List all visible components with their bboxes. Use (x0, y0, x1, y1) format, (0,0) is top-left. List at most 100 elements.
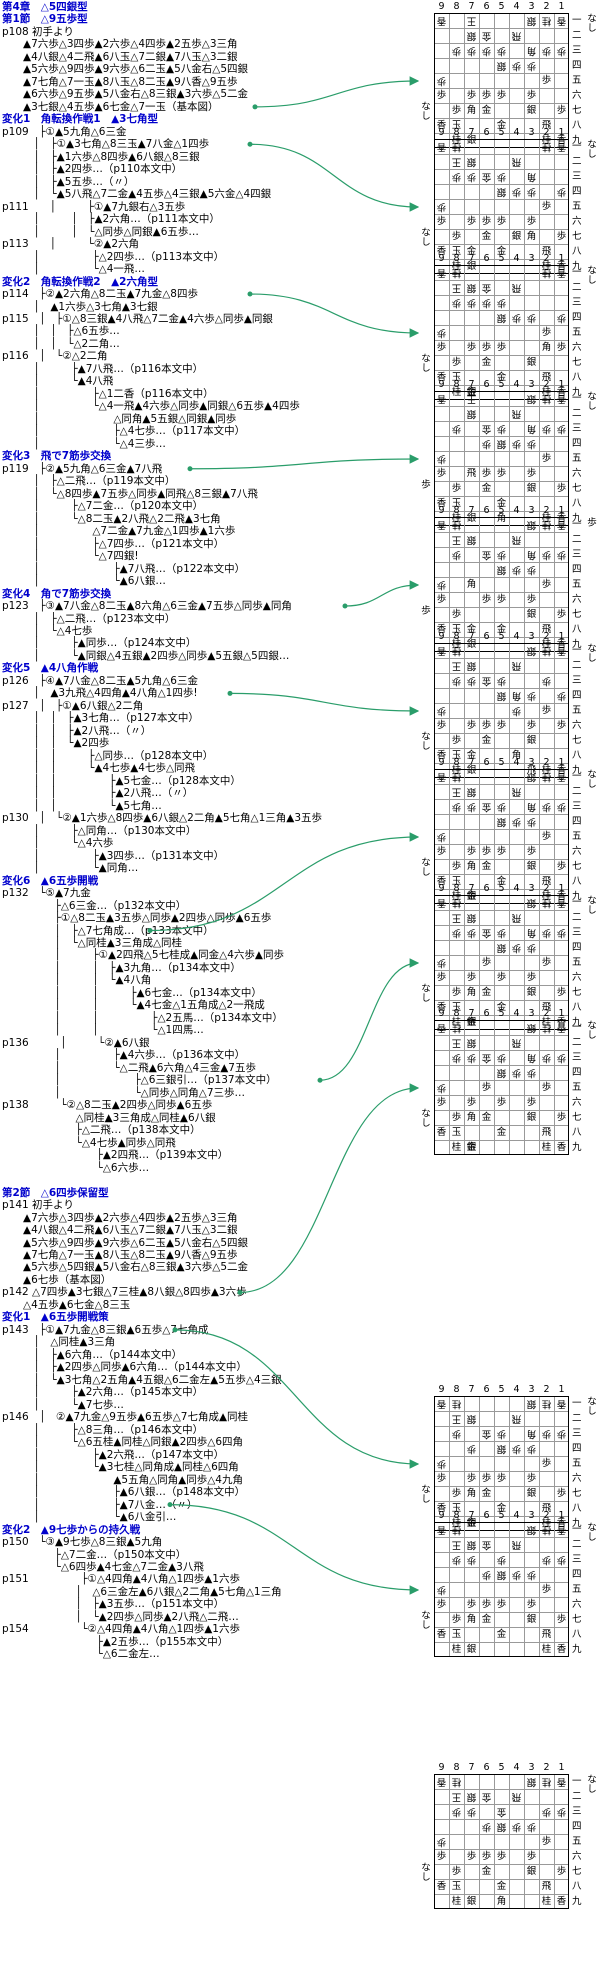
column-label: 4 (513, 757, 520, 768)
gote-piece: 歩 (451, 297, 462, 308)
sente-piece: 金 (496, 1629, 507, 1640)
sente-piece: 金 (481, 861, 492, 872)
section-heading: 変化1 ▲6五歩開戦策 (2, 1311, 109, 1324)
sente-piece: 角 (526, 231, 537, 242)
sente-piece: 桂 (541, 1896, 552, 1907)
column-label: 4 (513, 379, 520, 390)
gote-piece: 桂 (541, 771, 552, 782)
sente-piece: 玉 (451, 1629, 462, 1640)
connector-dot (252, 104, 258, 110)
column-label: 1 (558, 1384, 565, 1395)
gote-piece: 金 (496, 1806, 507, 1817)
column-label: 7 (468, 127, 475, 138)
sente-piece: 銀 (466, 1644, 477, 1655)
section-heading: 変化2 角転換作戦2 ▲2六角型 (2, 275, 158, 288)
gote-piece: 銀 (466, 786, 477, 797)
move-line: │ ├①▲3七角△8三玉▲7八金△1四歩 (2, 138, 210, 151)
column-label: 5 (498, 1008, 505, 1019)
sente-piece: 歩 (526, 1851, 537, 1862)
gote-piece: 歩 (496, 1428, 507, 1439)
column-label: 8 (453, 253, 460, 264)
sente-piece: 銀 (526, 105, 537, 116)
sente-piece: 歩 (451, 1866, 462, 1877)
column-label: 2 (543, 1008, 550, 1019)
gote-piece: 飛 (511, 1413, 522, 1424)
sente-piece: 角 (466, 1488, 477, 1499)
row-label: 八 (572, 1503, 582, 1514)
column-label: 8 (453, 379, 460, 390)
move-line: │ ├▲3四歩…（p131本文中） (2, 849, 225, 862)
gote-piece: 桂 (541, 645, 552, 656)
gote-piece: 歩 (526, 1443, 537, 1454)
row-label: 八 (572, 1002, 582, 1013)
gote-piece: 香 (556, 1524, 567, 1535)
board-grid: 香桂銀桂香王銀飛金歩歩歩歩銀角歩歩歩歩歩歩歩歩歩歩歩歩金銀香玉金角飛桂銀桂香 (434, 643, 569, 778)
section-heading: 第4章 △5四銀型 (2, 1, 88, 13)
connector-arrow (189, 454, 420, 470)
sente-piece: 歩 (451, 987, 462, 998)
gote-piece: 桂 (451, 771, 462, 782)
column-label: 2 (543, 1762, 550, 1773)
gote-piece: 香 (436, 897, 447, 908)
column-label: 9 (438, 1762, 445, 1773)
sente-piece: 歩 (466, 1097, 477, 1108)
gote-piece: 歩 (541, 1428, 552, 1439)
board-row-labels: 一二三四五六七八九 (572, 643, 584, 778)
move-line: │ │ └▲5七角… (2, 799, 162, 812)
sente-piece: 歩 (436, 342, 447, 353)
row-label: 三 (572, 1428, 582, 1439)
gote-piece: 銀 (526, 1398, 537, 1409)
sente-piece: 歩 (451, 1488, 462, 1499)
column-label: 8 (453, 127, 460, 138)
gote-hand: なし (585, 1522, 596, 1541)
row-label: 一 (572, 1398, 582, 1409)
move-line: ▲4八銀△4二飛▲6八玉△7二銀▲7八玉△3二銀 (2, 50, 238, 63)
gote-piece: 歩 (466, 171, 477, 182)
sente-piece: 玉 (451, 498, 462, 509)
sente-piece: 歩 (496, 468, 507, 479)
row-label: 六 (572, 90, 582, 101)
gote-piece: 銀 (466, 660, 477, 671)
move-line: p154 └②△4四角▲4八角△1四歩▲1六歩 (2, 1623, 240, 1636)
move-line: ├△6三金…（p132本文中） (2, 899, 187, 912)
gote-piece: 歩 (556, 549, 567, 560)
row-label: 二 (572, 282, 582, 293)
gote-piece: 歩 (511, 1821, 522, 1832)
sente-hand: なし (419, 731, 430, 750)
move-line: │ ├△二飛…（p123本文中） (2, 612, 176, 625)
sente-piece: 歩 (556, 720, 567, 731)
gote-piece: 歩 (496, 927, 507, 938)
sente-piece: 歩 (526, 1599, 537, 1610)
row-label: 五 (572, 957, 582, 968)
column-label: 9 (438, 379, 445, 390)
gote-piece: 歩 (526, 1569, 537, 1580)
gote-piece: 香 (436, 1524, 447, 1535)
gote-piece: 歩 (466, 1806, 477, 1817)
column-label: 5 (498, 757, 505, 768)
sente-hand: なし (419, 983, 430, 1002)
move-line: │ │ ├▲3九角…（p134本文中） (2, 961, 241, 974)
gote-piece: 角 (526, 171, 537, 182)
sente-piece: 銀 (526, 483, 537, 494)
gote-piece: 桂 (541, 519, 552, 530)
sente-piece: 玉 (451, 120, 462, 131)
sente-piece: 歩 (556, 342, 567, 353)
gote-piece: 歩 (436, 1836, 447, 1847)
column-label: 4 (513, 1762, 520, 1773)
move-line: │ │ ├▲6七金…（p134本文中） (2, 986, 262, 999)
move-line: │ △6三金左▲6八銀△2二角▲5七角△1三角 (2, 1585, 282, 1598)
sente-hand: なし (419, 353, 430, 372)
sente-piece: 桂 (541, 1142, 552, 1153)
sente-piece: 歩 (451, 231, 462, 242)
gote-piece: 歩 (511, 312, 522, 323)
gote-piece: 歩 (556, 801, 567, 812)
connector-dot (342, 603, 348, 609)
gote-piece: 王 (451, 282, 462, 293)
gote-piece: 角 (526, 927, 537, 938)
connector-arrow (249, 143, 420, 212)
sente-piece: 香 (436, 120, 447, 131)
column-label: 2 (543, 1510, 550, 1521)
row-label: 六 (572, 846, 582, 857)
gote-piece: 香 (556, 645, 567, 656)
